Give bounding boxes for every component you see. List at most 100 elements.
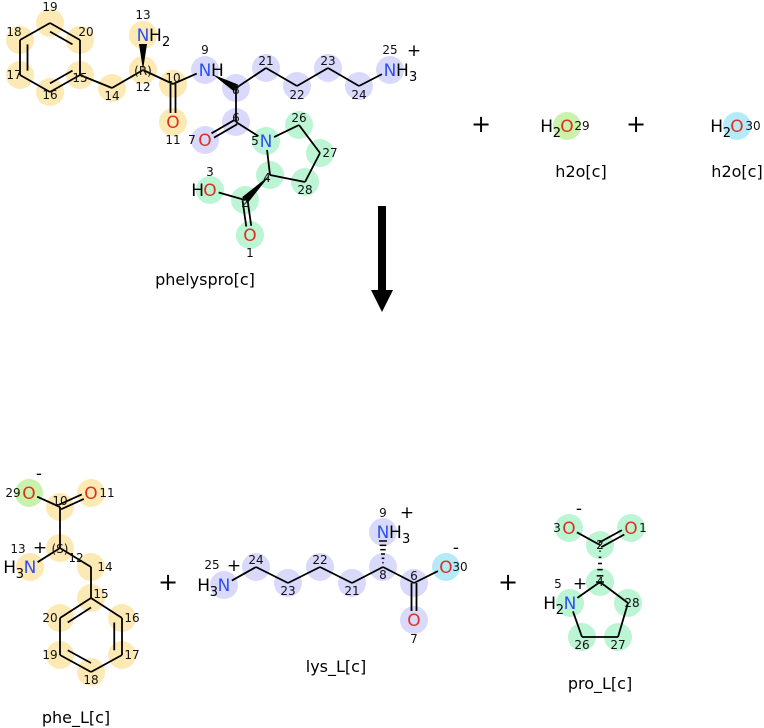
atom-number: 8 (379, 568, 387, 582)
atom-number: 12 (135, 80, 150, 94)
atom-number: 18 (83, 673, 98, 687)
single-bond (142, 69, 174, 85)
atom-highlight (196, 176, 224, 204)
atom-number: 16 (42, 88, 57, 102)
atom-number: 12 (68, 551, 83, 565)
atom-number: 19 (42, 648, 57, 662)
plus-sign: + (626, 110, 646, 138)
plus-sign: + (471, 110, 491, 138)
atom-highlight (15, 479, 43, 507)
hydrogen-label: H (396, 61, 409, 81)
hydrogen-label: H (191, 181, 204, 201)
single-bond (269, 174, 306, 183)
single-bond (231, 566, 257, 582)
single-bond (351, 566, 384, 584)
atom-highlight (252, 127, 280, 155)
atom-number: 16 (124, 611, 139, 625)
atom-highlight (376, 56, 404, 84)
element-symbol: O (560, 117, 573, 137)
element-symbol: O (22, 484, 35, 504)
atom-number: 29 (574, 119, 589, 133)
element-symbol: O (198, 131, 211, 151)
charge-label: + (227, 556, 241, 576)
single-bond (327, 67, 360, 87)
molecule-name: phe_L[c] (42, 708, 110, 728)
atom-highlight (400, 606, 428, 634)
element-symbol: O (624, 519, 637, 539)
single-bond (287, 566, 321, 584)
single-bond (266, 149, 271, 176)
molecule-name: pro_L[c] (568, 674, 632, 694)
atom-highlight (723, 112, 751, 140)
charge-label: - (453, 538, 459, 558)
hydrogen-count: 3 (409, 70, 417, 85)
atom-highlight (210, 571, 238, 599)
double-bond (600, 533, 625, 548)
single-bond (19, 74, 51, 93)
atom-number: 22 (289, 88, 304, 102)
wedge-bond (242, 175, 270, 203)
single-bond (617, 602, 629, 638)
hydrogen-label: H (211, 61, 224, 81)
aromatic-inner-bond (49, 30, 73, 46)
atom-highlight (129, 21, 157, 49)
element-symbol: N (137, 26, 150, 46)
hydrogen-label: H (3, 558, 16, 578)
plus-sign: + (158, 568, 178, 596)
single-bond (576, 581, 601, 599)
aromatic-inner-bond (67, 606, 92, 624)
element-symbol: O (730, 117, 743, 137)
charge-label: - (576, 499, 582, 519)
atom-number: 22 (312, 553, 327, 567)
atom-number: 26 (574, 638, 589, 652)
charge-label: + (407, 41, 421, 61)
atom-number: 30 (745, 119, 760, 133)
atom-highlight (191, 56, 219, 84)
hydrogen-label: H (543, 594, 556, 614)
atom-number: 6 (410, 569, 418, 583)
molecule-name: h2o[c] (711, 162, 762, 181)
atom-number: 13 (10, 542, 25, 556)
atom-number: 1 (246, 246, 254, 260)
hydrogen-count: 3 (16, 567, 24, 582)
single-bond (49, 22, 81, 41)
element-symbol: N (564, 594, 577, 614)
atom-number: 2 (596, 538, 604, 552)
single-bond (382, 566, 415, 584)
single-bond (59, 547, 92, 568)
atom-number: 1 (639, 521, 647, 535)
molecule-name: h2o[c] (555, 162, 606, 181)
single-bond (576, 531, 601, 546)
atom-number: 30 (452, 560, 467, 574)
atom-number: 18 (6, 25, 21, 39)
atom-number: 28 (297, 183, 312, 197)
atom-number: 21 (344, 584, 359, 598)
single-bond (49, 74, 81, 93)
charge-label: + (33, 538, 47, 558)
hydrogen-label: H (149, 26, 162, 46)
single-bond (111, 69, 144, 89)
atom-number: 5 (554, 577, 562, 591)
atom-number: 8 (232, 83, 240, 97)
atom-highlight (432, 553, 460, 581)
double-bond (211, 119, 236, 135)
single-bond (235, 121, 259, 137)
atom-number: 10 (52, 494, 67, 508)
element-symbol: N (384, 61, 397, 81)
element-symbol: N (199, 61, 212, 81)
atom-highlight (555, 514, 583, 542)
atom-number: 5 (251, 134, 259, 148)
atom-number: 4 (263, 171, 271, 185)
hydrogen-label: H (710, 117, 723, 137)
single-bond (59, 597, 92, 619)
element-symbol: N (218, 576, 231, 596)
atom-highlight (556, 589, 584, 617)
hydrogen-label: H (197, 576, 210, 596)
atom-number: 13 (135, 8, 150, 22)
charge-label: - (36, 464, 42, 484)
molecule-name: lys_L[c] (306, 657, 366, 677)
aromatic-inner-bond (67, 649, 92, 664)
atom-highlight (16, 553, 44, 581)
